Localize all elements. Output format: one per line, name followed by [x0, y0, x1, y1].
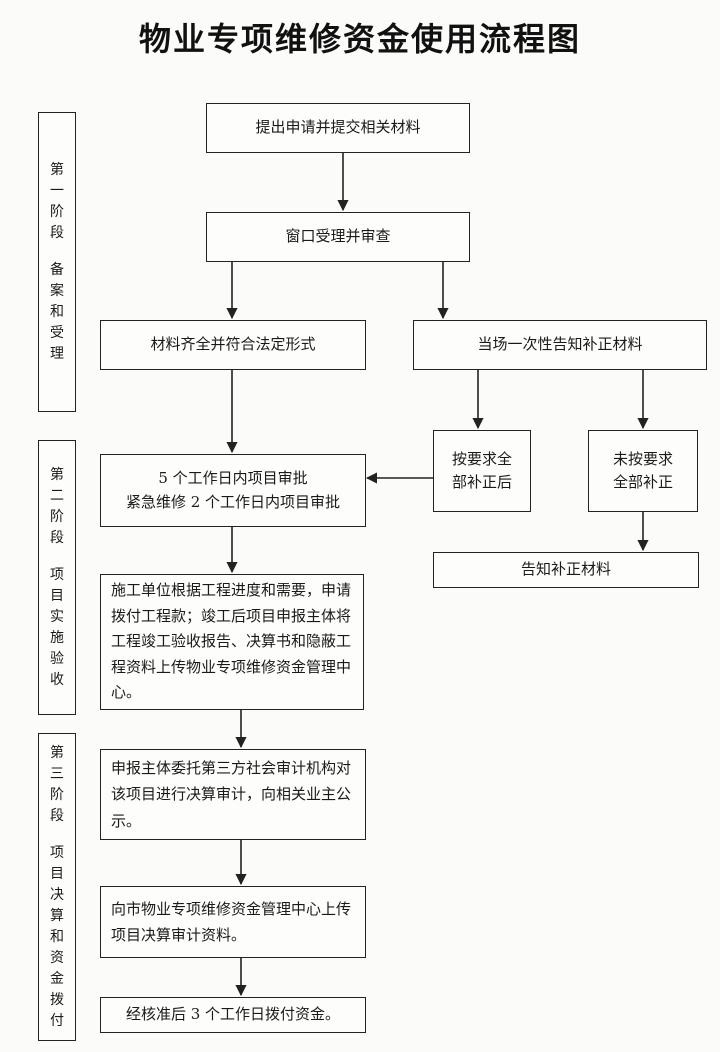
box-submit-application: 提出申请并提交相关材料: [206, 103, 470, 153]
box-upload-text: 向市物业专项维修资金管理中心上传项目决算审计资料。: [111, 899, 352, 944]
box-corrected-line2: 部补正后: [451, 473, 512, 491]
box-audit-text: 申报主体委托第三方社会审计机构对该项目进行决算审计，向相关业主公示。: [111, 759, 352, 830]
box-submit-text: 提出申请并提交相关材料: [255, 118, 421, 137]
box-pay-text: 经核准后 3 个工作日拨付资金。: [125, 1005, 341, 1024]
box-notify-correction: 告知补正材料: [433, 552, 699, 588]
box-notify-once: 当场一次性告知补正材料: [413, 320, 707, 370]
box-construction-acceptance: 施工单位根据工程进度和需要，申请拨付工程款；竣工后项目申报主体将工程竣工验收报告…: [100, 574, 364, 710]
box-approve-line2: 紧急维修 2 个工作日内项目审批: [125, 492, 341, 511]
box-notify-once-text: 当场一次性告知补正材料: [477, 335, 643, 354]
box-project-approval: 5 个工作日内项目审批 紧急维修 2 个工作日内项目审批: [100, 454, 366, 527]
box-materials-complete: 材料齐全并符合法定形式: [100, 320, 366, 370]
box-approve-line1: 5 个工作日内项目审批: [158, 469, 308, 488]
box-not-corrected: 未按要求 全部补正: [588, 430, 698, 512]
stage-1-label: 第一阶段 备案和受理: [38, 112, 76, 412]
box-settlement-audit: 申报主体委托第三方社会审计机构对该项目进行决算审计，向相关业主公示。: [100, 749, 366, 840]
stage-2-desc: 项目实施验收: [50, 566, 64, 688]
stage-2-name: 第二阶段: [50, 466, 64, 546]
box-construction-text: 施工单位根据工程进度和需要，申请拨付工程款；竣工后项目申报主体将工程竣工验收报告…: [111, 581, 352, 702]
stage-3-label: 第三阶段 项目决算和资金拨付: [38, 733, 76, 1041]
box-window-review: 窗口受理并审查: [206, 212, 470, 262]
box-complete-text: 材料齐全并符合法定形式: [150, 335, 316, 354]
box-notify-text: 告知补正材料: [520, 560, 611, 579]
page-title: 物业专项维修资金使用流程图: [138, 20, 581, 58]
box-window-text: 窗口受理并审查: [285, 227, 391, 246]
box-fund-payment: 经核准后 3 个工作日拨付资金。: [100, 997, 366, 1033]
box-not-corrected-line1: 未按要求: [612, 449, 673, 468]
stage-3-desc: 项目决算和资金拨付: [50, 844, 64, 1029]
stage-2-label: 第二阶段 项目实施验收: [38, 440, 76, 715]
stage-3-name: 第三阶段: [50, 744, 64, 824]
box-corrected-line1: 按要求全: [451, 449, 512, 468]
stage-1-desc: 备案和受理: [50, 261, 64, 362]
stage-1-name: 第一阶段: [50, 161, 64, 241]
box-not-corrected-line2: 全部补正: [612, 473, 673, 491]
box-upload-audit-materials: 向市物业专项维修资金管理中心上传项目决算审计资料。: [100, 886, 366, 958]
box-corrected: 按要求全 部补正后: [433, 430, 531, 512]
